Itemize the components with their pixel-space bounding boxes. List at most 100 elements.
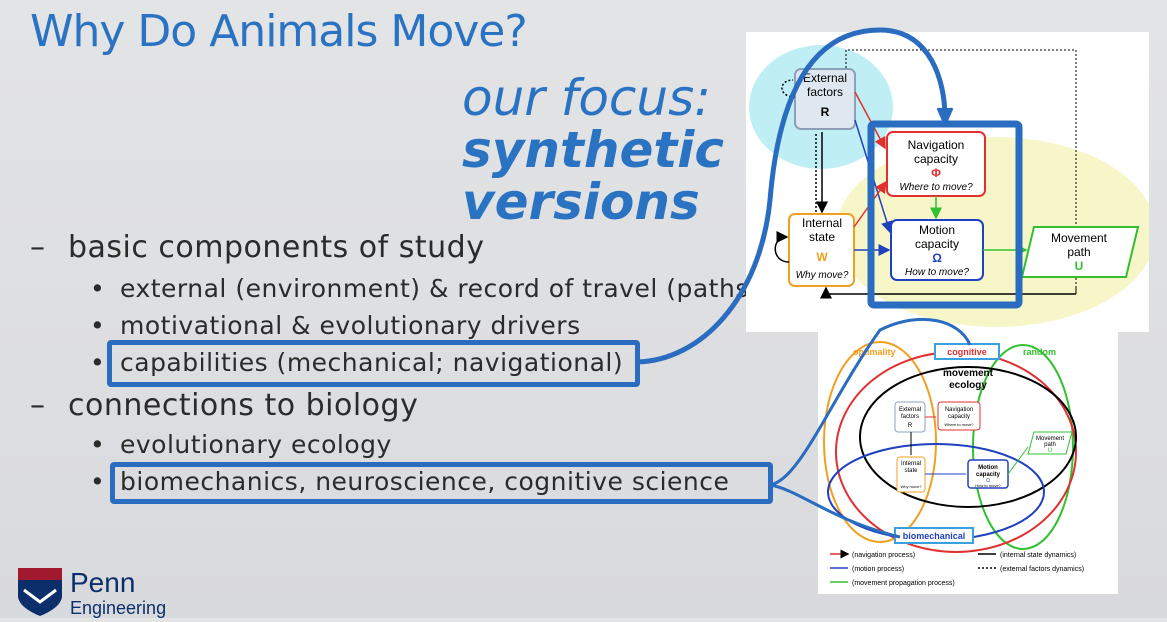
bullet-text: evolutionary ecology [120,430,392,459]
slide-title: Why Do Animals Move? [30,6,528,57]
random-label: random [1023,347,1056,357]
nav-question: Where to move? [899,182,973,193]
external-self-loop [781,79,796,98]
bullet-text: motivational & evolutionary drivers [120,311,581,340]
mini-movement-box [1027,431,1073,455]
bullet-text: external (environment) & record of trave… [120,274,760,303]
logo-sub: Engineering [70,598,166,618]
motion-label-2: capacity [915,237,959,251]
dash-marker: – [30,388,46,423]
dot-marker: • [90,467,106,496]
cognitive-label: cognitive [947,347,987,357]
mini-nav-q: Where to move? [944,422,974,427]
dot-marker: • [90,348,106,377]
ext-to-nav-arrow [854,91,886,150]
connector-arrowhead [936,107,954,128]
mini-int-l2: state [904,468,918,474]
internal-label-1: Internal [802,216,842,230]
dotted-feedback-line [845,49,1077,287]
external-symbol: R [821,105,830,119]
movement-symbol: U [1075,259,1084,273]
movement-ecology-label-2: ecology [949,380,987,391]
bullet-motivational: • motivational & evolutionary drivers [90,311,581,340]
mini-mov-l1: Movement [1036,436,1064,442]
motion-symbol: Ω [932,251,942,265]
external-label-1: External [803,71,847,85]
mini-mot-sym: Ω [986,478,990,484]
mini-int-l1: Internal [901,461,921,467]
penn-engineering-logo: Penn Engineering [14,562,204,622]
bullet-connections: –connections to biology [30,388,418,423]
bullet-basic-components: –basic components of study [30,230,484,265]
dot-marker: • [90,430,106,459]
mini-mov-sym: U [1048,448,1052,454]
mini-nav-l2: capacity [948,414,970,420]
mini-nav-l1: Navigation [945,407,973,413]
internal-question: Why move? [796,270,849,281]
biomechanics-highlight [110,462,773,504]
internal-self-loop [774,231,790,263]
motion-label-1: Motion [919,223,955,237]
legend-navigation: (navigation process) [852,552,915,559]
mini-arrow-3 [1007,446,1029,475]
path-feedback-arrow [820,286,1076,299]
movement-ecology-label-1: movement [943,368,994,379]
nav-symbol: Φ [931,166,941,180]
mini-int-q: Why move? [900,484,922,489]
optimality-label: optimality [853,347,896,357]
mini-mot-l1: Motion [978,465,998,471]
dash-marker: – [30,230,46,265]
focus-line3: versions [462,173,700,231]
nav-label-1: Navigation [908,138,965,152]
movement-label-1: Movement [1051,231,1108,245]
mini-mot-l2: capacity [976,472,1001,478]
dot-marker: • [90,311,106,340]
optimality-ellipse [823,341,937,543]
bio-connector-biomechanical [769,483,901,539]
internal-label-2: state [809,230,835,244]
shield-icon [18,580,62,616]
shield-top [18,568,62,580]
bullet-biomechanics: • biomechanics, neuroscience, cognitive s… [90,467,729,496]
bio-connector-cognitive [769,317,972,487]
capabilities-connector [637,27,948,365]
logo-name: Penn [70,567,135,598]
external-factors-box [794,68,856,130]
movement-ecology-framework-diagram: External factors R Navigation capacity Φ… [746,32,1156,332]
mini-mot-q: How to move? [975,483,1001,488]
mini-ext-l2: factors [901,414,919,420]
movement-ecology-paradigms-diagram: optimality random cognitive movement eco… [818,332,1118,594]
legend-external: (external factors dynamics) [1000,566,1084,573]
bullet-text: biomechanics, neuroscience, cognitive sc… [120,467,730,496]
bullet-text: capabilities (mechanical; navigational) [120,348,624,377]
bullet-capabilities: • capabilities (mechanical; navigational) [90,348,623,377]
nav-label-2: capacity [914,152,958,166]
movement-path-box [1020,226,1140,278]
mini-mov-l2: path [1044,442,1056,448]
movement-ecology-ellipse [859,366,1077,508]
legend-internal: (internal state dynamics) [1000,552,1076,559]
shield-chevron [23,588,57,604]
cognitive-label-box [934,343,1000,360]
capabilities-highlight [107,340,640,387]
movement-label-2: path [1067,245,1090,259]
focus-callout: our focus: synthetic versions [462,72,724,228]
bullet-text: connections to biology [68,388,419,423]
mini-navigation-box [937,401,981,431]
mini-ext-sym: R [908,423,913,429]
biomechanical-label: biomechanical [903,531,966,541]
focus-line1: our focus: [462,69,711,127]
bullet-text: basic components of study [68,230,485,265]
internal-symbol: W [816,250,828,264]
legend-motion: (motion process) [852,566,904,573]
external-label-2: factors [807,85,843,99]
focus-box-highlight [867,120,1023,309]
bullet-evolutionary-ecology: • evolutionary ecology [90,430,392,459]
legend-propagation: (movement propagation process) [852,580,955,587]
motion-question: How to move? [905,267,969,278]
bullet-external: •external (environment) & record of trav… [90,274,759,303]
focus-line2: synthetic [462,121,725,179]
mini-ext-l1: External [899,407,921,413]
